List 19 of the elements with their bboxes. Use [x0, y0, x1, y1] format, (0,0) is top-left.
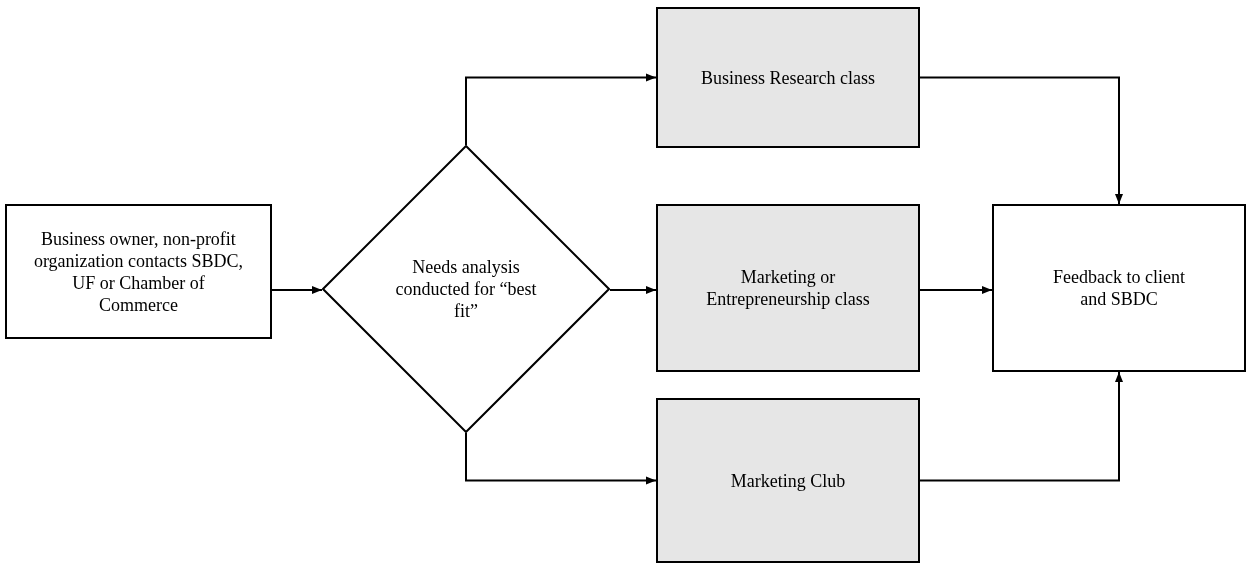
process-box	[656, 204, 920, 372]
box-text: Feedback to client and SBDC	[1052, 266, 1186, 310]
arrow	[919, 76, 1123, 205]
box-text: Marketing Club	[729, 469, 847, 492]
arrow	[465, 73, 657, 146]
arrow	[271, 286, 323, 294]
arrow	[919, 371, 1123, 482]
process-box	[992, 204, 1246, 372]
arrow	[919, 286, 993, 294]
box-text: Business Research class	[700, 66, 876, 89]
process-box	[656, 7, 920, 148]
box-text: Needs analysis conducted for “best fit”	[394, 256, 538, 322]
arrow	[465, 432, 657, 485]
decision-diamond	[322, 145, 610, 433]
box-text: Business owner, non-profit organization contacts SBDC, UF or Chamber of Commerce	[32, 227, 245, 316]
box-text: Marketing or Entrepreneurship class	[705, 266, 871, 310]
process-box	[5, 204, 272, 339]
process-box	[656, 398, 920, 563]
arrow	[609, 286, 657, 294]
